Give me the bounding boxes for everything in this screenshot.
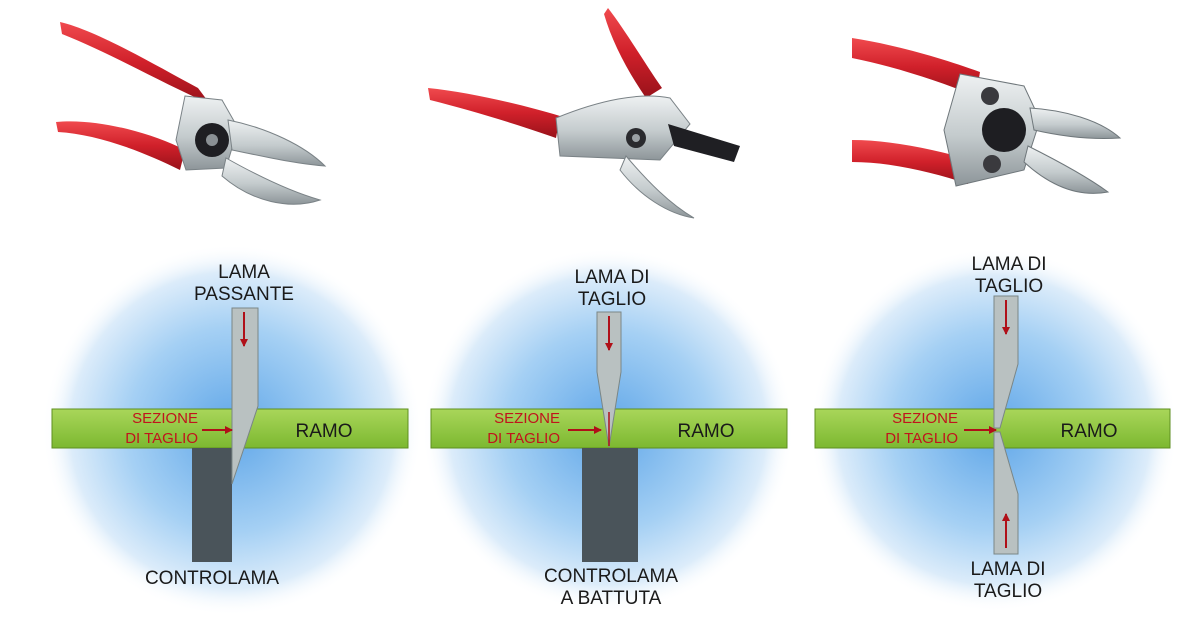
top-label-line1: LAMA DI [575,267,650,288]
bottom-label-line1: LAMA DI [971,559,1046,580]
panel-anvil: LAMA DI TAGLIO SEZIONE DI TAGLIO RAMO CO… [422,248,794,612]
section-label-line2: DI TAGLIO [885,430,958,447]
branch-label: RAMO [678,421,735,442]
upper-cutting-blade [993,295,1019,429]
section-label-line1: SEZIONE [132,410,198,427]
top-label-line2: TAGLIO [578,289,646,310]
top-label-line2: PASSANTE [194,284,294,305]
counter-blade [192,448,232,562]
branch-label: RAMO [1061,421,1118,442]
section-label-line1: SEZIONE [494,410,560,427]
section-label-line2: DI TAGLIO [487,430,560,447]
pruning-shears-anvil-icon [428,8,740,219]
bottom-label-line2: TAGLIO [974,581,1042,602]
section-label-line2: DI TAGLIO [125,430,198,447]
section-label-line1: SEZIONE [892,410,958,427]
top-label-line1: LAMA [218,262,270,283]
pruning-shears-bypass-icon [56,22,327,205]
branch-label: RAMO [296,421,353,442]
bottom-label-line1: CONTROLAMA [544,566,678,587]
cutting-blade [596,311,622,448]
branch-bar [51,408,409,449]
bottom-label-line2: A BATTUTA [561,588,662,609]
pruning-shears-double-blade-icon [852,38,1122,194]
top-label-line2: TAGLIO [975,276,1043,297]
bottom-label-line1: CONTROLAMA [145,568,279,589]
top-label-line1: LAMA DI [972,254,1047,275]
bypass-blade [231,307,259,485]
anvil-block [582,448,638,562]
panel-double-blade: LAMA DI TAGLIO SEZIONE DI TAGLIO RAMO LA… [810,248,1178,612]
panel-bypass: LAMA PASSANTE SEZIONE DI TAGLIO RAMO CON… [42,244,422,616]
lower-cutting-blade [993,431,1019,555]
